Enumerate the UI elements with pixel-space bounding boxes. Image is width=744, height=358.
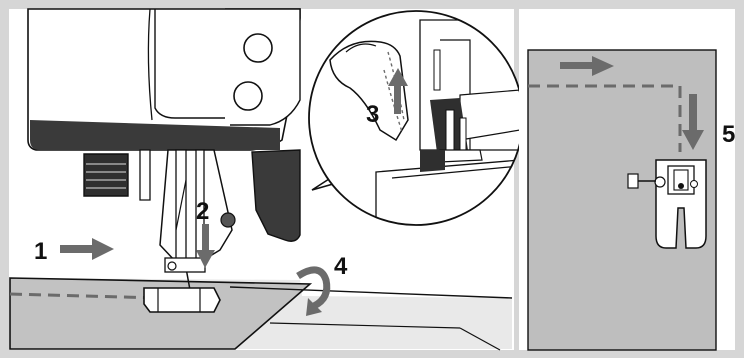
step-label-4: 4 — [334, 253, 348, 280]
round-button-lower — [234, 82, 262, 110]
right-panel: 5 — [519, 9, 735, 350]
round-button-upper — [244, 34, 272, 62]
presser-foot — [144, 288, 220, 312]
presser-lever — [84, 154, 128, 196]
left-panel: 1 2 3 4 — [9, 9, 523, 350]
step-label-2: 2 — [196, 198, 209, 225]
step-label-5: 5 — [722, 121, 735, 148]
step-label-1: 1 — [34, 238, 47, 265]
step-label-3: 3 — [366, 101, 379, 128]
head-front-panel — [225, 9, 300, 125]
